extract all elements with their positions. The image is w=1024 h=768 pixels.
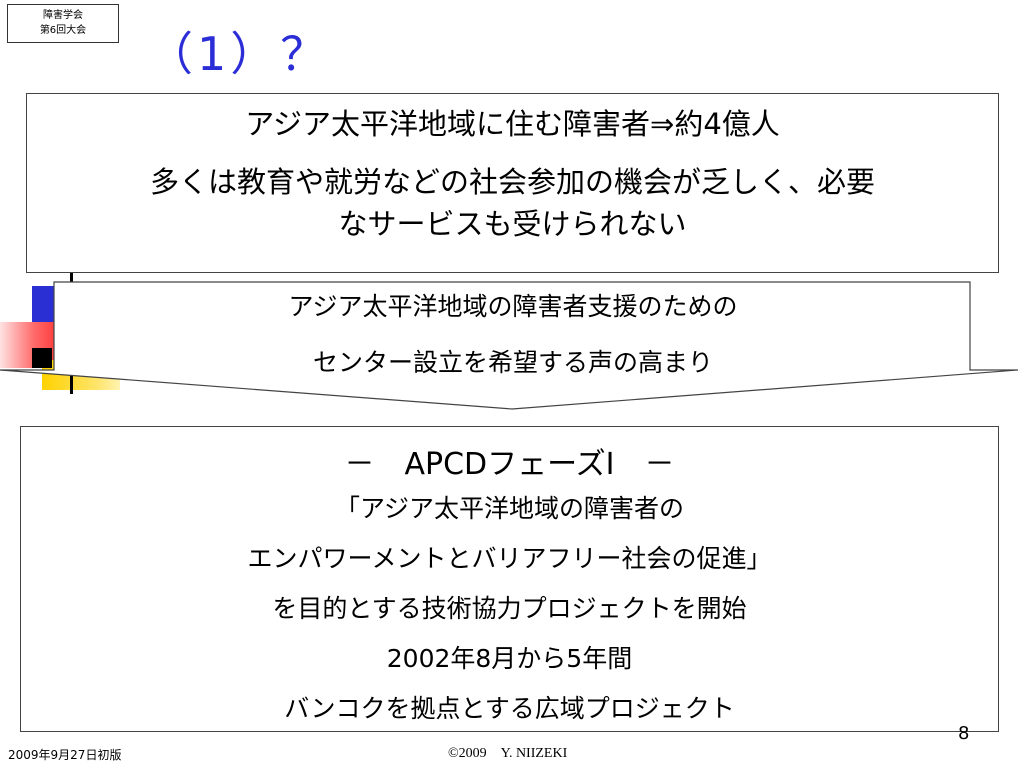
decor-black-block [32, 348, 52, 368]
phase-line: を目的とする技術協力プロジェクトを開始 [272, 594, 747, 623]
phase-line: 「アジア太平洋地域の障害者の [334, 494, 684, 523]
problem-statement-line-1: 多くは教育や就労などの社会参加の機会が乏しく、必要 [149, 165, 875, 199]
stamp-line-1: 障害学会 [43, 10, 83, 21]
conference-stamp: 障害学会 第6回大会 [7, 4, 119, 43]
phase-line: 2002年8月から5年間 [386, 644, 633, 673]
arrow-line-1: アジア太平洋地域の障害者支援のための [288, 292, 738, 321]
background-box: アジア太平洋地域に住む障害者⇒約4億人 多くは教育や就労などの社会参加の機会が乏… [26, 93, 999, 273]
phase-line: エンパワーメントとバリアフリー社会の促進」 [247, 544, 772, 573]
phase-heading: － APCDフェーズⅠ － [344, 447, 675, 482]
down-arrow-shape [0, 281, 1019, 410]
phase-line: バンコクを拠点とする広域プロジェクト [284, 694, 735, 723]
footer-copyright: ©2009 Y. NIIZEKI [448, 746, 568, 761]
slide-title: （1）？ [147, 27, 331, 81]
arrow-text: アジア太平洋地域の障害者支援のための センター設立を希望する声の高まり [60, 290, 966, 380]
problem-statement-line-2: なサービスも受けられない [338, 207, 687, 241]
stamp-line-2: 第6回大会 [39, 25, 87, 36]
page-number: 8 [958, 723, 970, 744]
population-statement: アジア太平洋地域に住む障害者⇒約4億人 [245, 107, 780, 141]
decor-black-bar [70, 372, 73, 394]
arrow-line-2: センター設立を希望する声の高まり [312, 348, 713, 377]
footer-date: 2009年9月27日初版 [8, 748, 122, 762]
apcd-phase-box: － APCDフェーズⅠ － 「アジア太平洋地域の障害者の エンパワーメントとバリ… [20, 426, 999, 732]
